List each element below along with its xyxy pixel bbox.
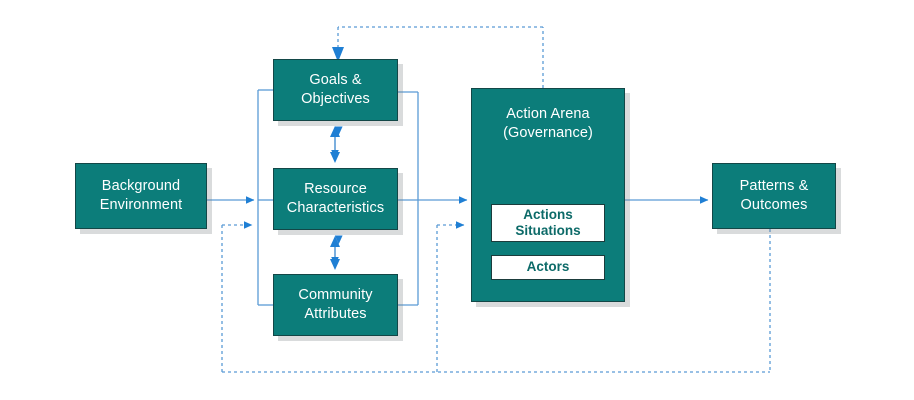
node-label-line: (Governance) xyxy=(503,124,593,141)
subbox-label-line: Actions xyxy=(523,206,573,222)
node-label-line: Community xyxy=(298,287,373,304)
node-label-line: Objectives xyxy=(301,91,370,107)
node-community-attributes[interactable]: Community Attributes xyxy=(273,274,398,336)
node-goals-objectives[interactable]: Goals & Objectives xyxy=(273,59,398,121)
node-label-line: Patterns & xyxy=(739,178,809,195)
subbox-actions-situations[interactable]: Actions Situations xyxy=(491,204,605,242)
node-label-line: Goals & xyxy=(309,72,362,89)
node-label-line: Environment xyxy=(99,197,183,213)
node-background-environment[interactable]: Background Environment xyxy=(75,163,207,229)
node-label-line: Characteristics xyxy=(286,200,385,216)
node-label-line: Resource xyxy=(304,181,367,198)
node-label-line: Outcomes xyxy=(740,197,808,213)
node-resource-characteristics[interactable]: Resource Characteristics xyxy=(273,168,398,230)
node-label-line: Action Arena xyxy=(506,106,590,122)
node-label-line: Attributes xyxy=(304,306,367,322)
subbox-actors[interactable]: Actors xyxy=(491,255,605,280)
subbox-label-line: Actors xyxy=(526,259,570,275)
subbox-label-line: Situations xyxy=(515,223,581,238)
node-patterns-outcomes[interactable]: Patterns & Outcomes xyxy=(712,163,836,229)
node-label-line: Background xyxy=(101,178,181,195)
